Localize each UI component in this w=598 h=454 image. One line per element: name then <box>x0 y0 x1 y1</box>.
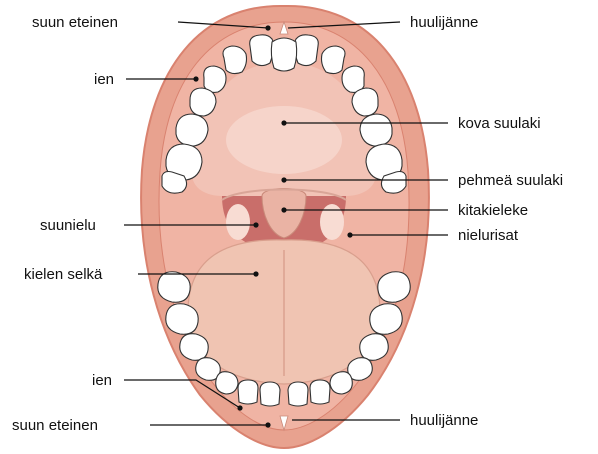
tooth <box>223 46 247 74</box>
dot <box>253 222 258 227</box>
tooth <box>288 382 308 406</box>
tooth <box>166 304 198 335</box>
tooth <box>204 66 226 92</box>
tooth <box>180 334 209 361</box>
label-tonsils: nielurisat <box>458 227 519 244</box>
label-uvula: kitakieleke <box>458 202 528 219</box>
dot <box>193 76 198 81</box>
label-throat: suunielu <box>40 217 96 234</box>
tooth <box>352 88 378 116</box>
dot <box>281 207 286 212</box>
tooth <box>238 380 258 404</box>
tooth <box>322 46 346 74</box>
label-upper-gum: ien <box>94 71 114 88</box>
label-lower-frenulum: huulijänne <box>410 412 478 429</box>
tooth <box>310 380 330 404</box>
tooth <box>360 114 392 146</box>
tooth <box>250 35 274 66</box>
label-lower-gum: ien <box>92 372 112 389</box>
tooth <box>378 272 410 303</box>
tooth <box>176 114 208 146</box>
tooth <box>190 88 216 116</box>
label-lower-vestibule: suun eteinen <box>12 417 98 434</box>
label-tongue-back: kielen selkä <box>24 266 103 283</box>
dot <box>347 232 352 237</box>
label-upper-vestibule: suun eteinen <box>32 14 118 31</box>
dot <box>265 25 270 30</box>
dot <box>281 120 286 125</box>
palate-highlight <box>226 106 342 174</box>
tooth <box>158 272 190 303</box>
label-hard-palate: kova suulaki <box>458 115 541 132</box>
tooth <box>216 372 238 394</box>
tooth <box>271 38 296 71</box>
dot <box>281 177 286 182</box>
tooth <box>360 334 389 361</box>
tonsil-left <box>226 204 250 240</box>
label-upper-frenulum: huulijänne <box>410 14 478 31</box>
dot <box>237 405 242 410</box>
tooth <box>342 66 364 92</box>
dot <box>253 271 258 276</box>
tooth <box>260 382 280 406</box>
tooth <box>294 35 318 66</box>
label-soft-palate: pehmeä suulaki <box>458 172 563 189</box>
dot <box>265 422 270 427</box>
tooth <box>330 372 352 394</box>
tooth <box>370 304 402 335</box>
